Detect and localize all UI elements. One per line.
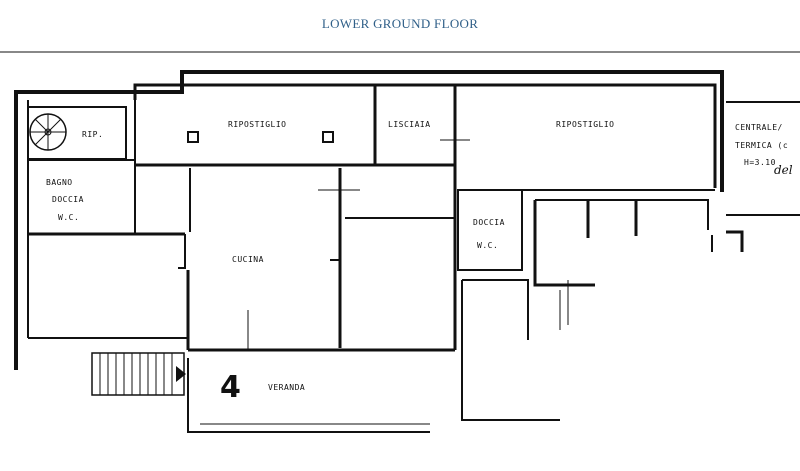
page-title: LOWER GROUND FLOOR [321,16,479,31]
room-label-wc-left: W.C. [58,213,79,222]
walls [14,70,800,433]
room-label-ripostiglio-right: RIPOSTIGLIO [556,120,614,129]
arrow-icon [176,366,186,382]
room-label-veranda: VERANDA [268,383,305,392]
room-label-ripostiglio-left: RIPOSTIGLIO [228,120,286,129]
room-label-wc-right: W.C. [477,241,498,250]
room-label-lisciaia: LISCIAIA [388,120,431,129]
room-label-height: H=3.10 [744,158,776,167]
unit-number: 4 [220,370,241,405]
room-label-rip: RIP. [82,130,103,139]
room-label-del: del [774,163,793,177]
room-label-centrale: CENTRALE/ [735,123,783,132]
room-label-cucina: CUCINA [232,255,264,264]
room-label-doccia-left: DOCCIA [52,195,84,204]
room-label-bagno: BAGNO [46,178,73,187]
spiral-staircase-icon [29,113,67,151]
exterior-stairs [91,352,185,396]
room-label-doccia-right: DOCCIA [473,218,505,227]
room-label-termica: TERMICA (c [735,141,788,150]
